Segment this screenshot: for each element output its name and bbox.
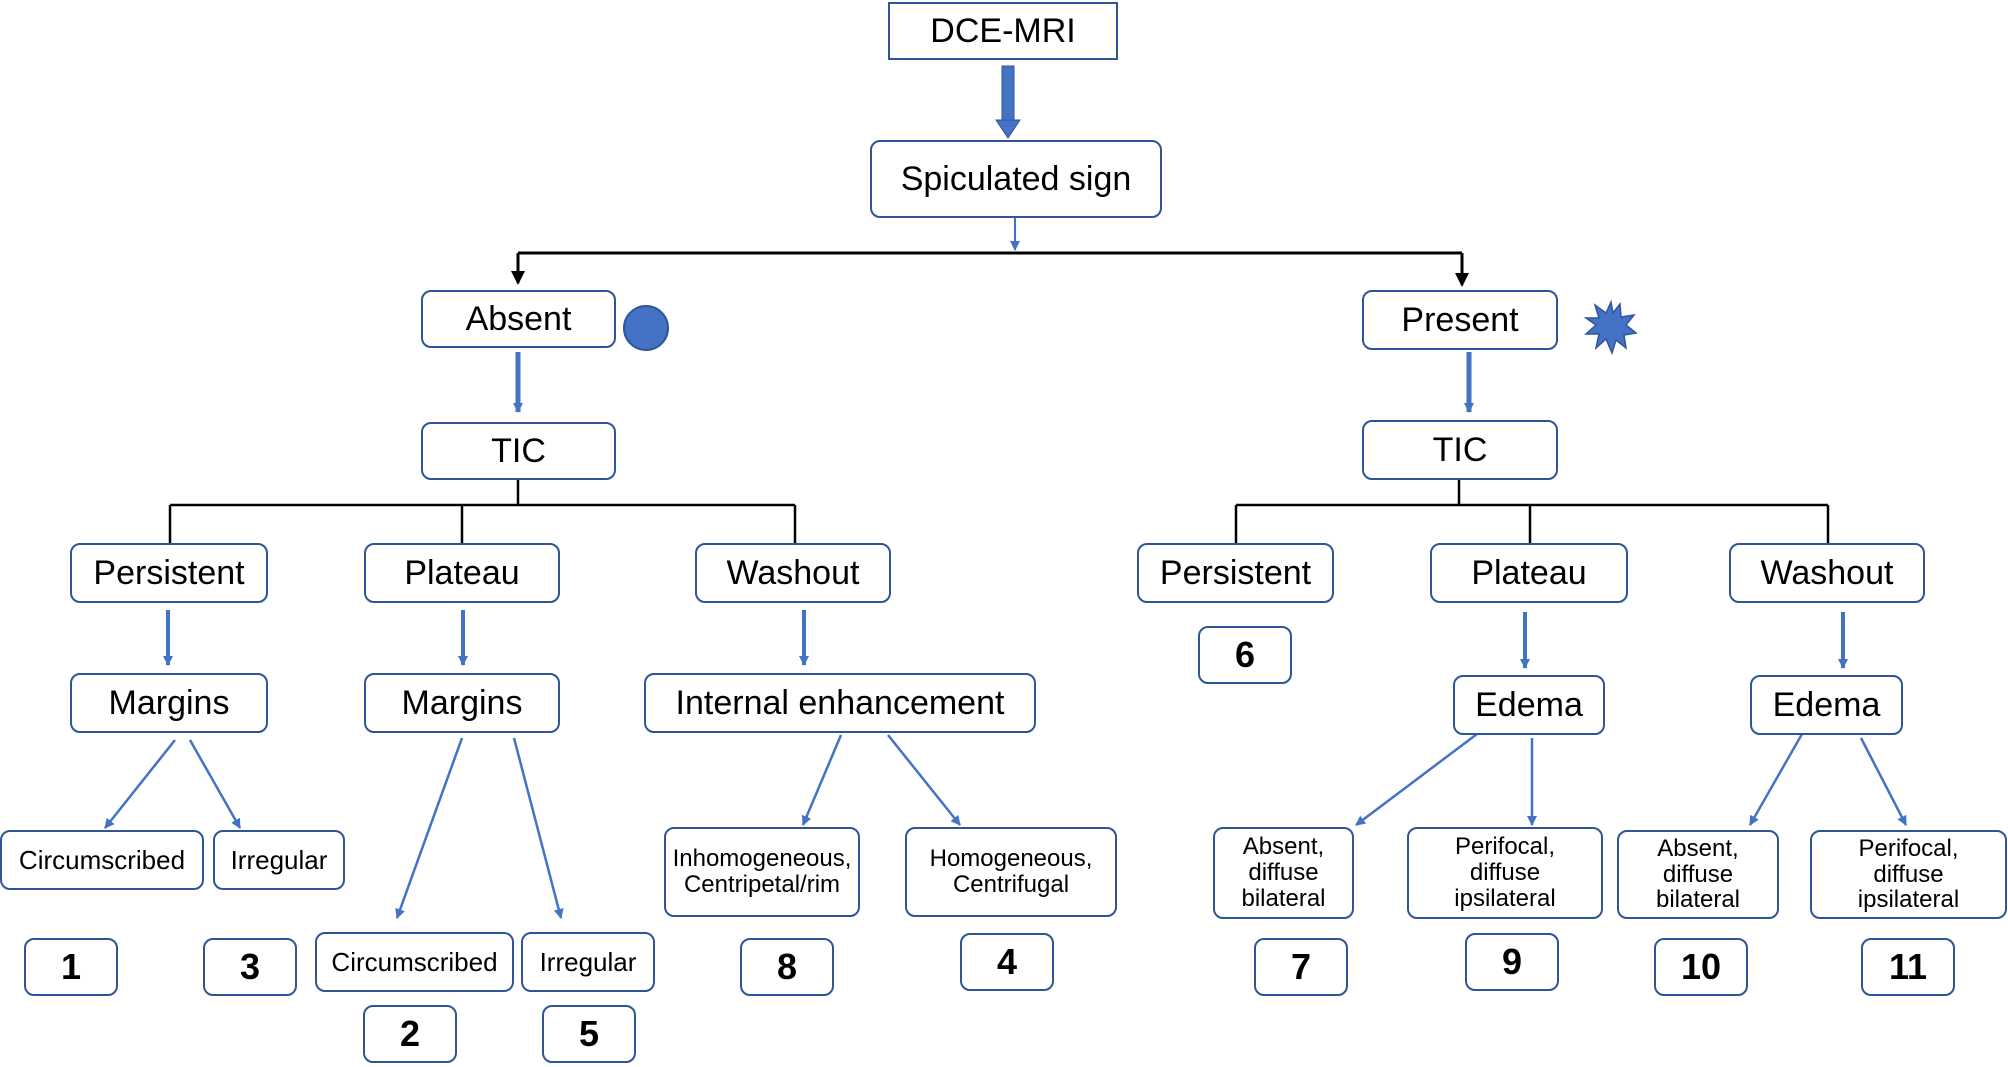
group-badge-11: 11 [1861, 938, 1955, 996]
group-badge-2: 2 [363, 1005, 457, 1063]
group-badge-6: 6 [1198, 626, 1292, 684]
absent-tic-tree [168, 480, 797, 543]
outcome-absent-diffuse-10: Absent, diffuse bilateral [1617, 830, 1779, 919]
outcome-circumscribed-2: Circumscribed [315, 932, 514, 992]
group-badge-4: 4 [960, 933, 1054, 991]
group-badge-8: 8 [740, 938, 834, 996]
group-badge-9: 9 [1465, 933, 1559, 991]
present-plateau-edema-node: Edema [1453, 675, 1605, 735]
present-node: Present [1362, 290, 1558, 350]
absent-plateau-node: Plateau [364, 543, 560, 603]
absent-washout-enhancement-node: Internal enhancement [644, 673, 1036, 733]
absent-plateau-margins-node: Margins [364, 673, 560, 733]
blue-starburst-icon [1583, 299, 1638, 356]
present-tic-node: TIC [1362, 420, 1558, 480]
group-badge-5: 5 [542, 1005, 636, 1063]
absent-persistent-node: Persistent [70, 543, 268, 603]
present-washout-edema-node: Edema [1750, 675, 1903, 735]
absent-tic-node: TIC [421, 422, 616, 480]
absent-node: Absent [421, 290, 616, 348]
present-tic-tree [1234, 480, 1830, 543]
outcome-circumscribed-1: Circumscribed [0, 830, 204, 890]
outcome-irregular-3: Irregular [213, 830, 345, 890]
group-badge-3: 3 [203, 938, 297, 996]
sign-split-connector [511, 251, 1469, 287]
outcome-irregular-5: Irregular [521, 932, 655, 992]
group-badge-1: 1 [24, 938, 118, 996]
sign-node: Spiculated sign [870, 140, 1162, 218]
outcome-absent-diffuse-7: Absent, diffuse bilateral [1213, 827, 1354, 919]
group-badge-7: 7 [1254, 938, 1348, 996]
root-to-sign-arrow [995, 65, 1021, 139]
outcome-perifocal-diffuse-9: Perifocal, diffuse ipsilateral [1407, 827, 1603, 919]
outcome-homogeneous-4: Homogeneous, Centrifugal [905, 827, 1117, 917]
present-washout-node: Washout [1729, 543, 1925, 603]
present-plateau-node: Plateau [1430, 543, 1628, 603]
group-badge-10: 10 [1654, 938, 1748, 996]
root-node: DCE-MRI [888, 2, 1118, 60]
absent-washout-node: Washout [695, 543, 891, 603]
feature-arrows [163, 610, 1848, 669]
outcome-inhomogeneous-8: Inhomogeneous, Centripetal/rim [664, 827, 860, 917]
present-persistent-node: Persistent [1137, 543, 1334, 603]
absent-persistent-margins-node: Margins [70, 673, 268, 733]
outcome-arrows [104, 733, 1908, 919]
outcome-perifocal-diffuse-11: Perifocal, diffuse ipsilateral [1810, 830, 2007, 919]
blue-circle-icon [623, 305, 669, 351]
